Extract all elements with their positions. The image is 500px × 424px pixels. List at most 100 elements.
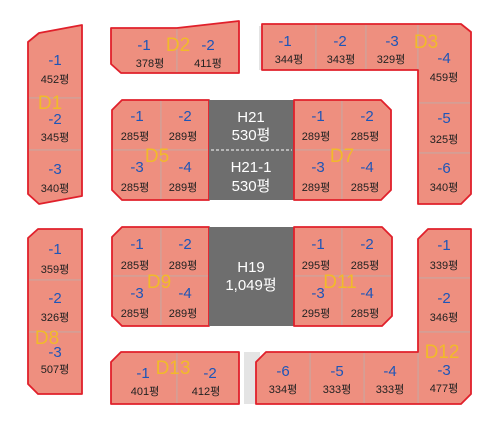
block-label-d13: D13 xyxy=(156,358,191,379)
lot-h19-area: 1,049평 xyxy=(225,277,276,294)
lot-d5-3-area: 285평 xyxy=(121,181,149,194)
lot-d7-3-area: 289평 xyxy=(302,181,330,194)
lot-d5-2[interactable] xyxy=(160,99,210,151)
block-d5: -1 285평 -2 289평 -3 285평 -4 289평 D5 xyxy=(111,99,210,201)
block-d3-outline xyxy=(261,23,472,205)
lot-d9-2-number: -2 xyxy=(178,236,191,253)
lot-d7-3-number: -3 xyxy=(311,159,324,176)
lot-d13-1-area: 401평 xyxy=(131,385,159,398)
block-label-d7: D7 xyxy=(330,146,354,167)
lot-d9-3-number: -3 xyxy=(130,285,143,302)
block-d13-outline xyxy=(110,351,240,405)
lot-d11-3-number: -3 xyxy=(311,285,324,302)
lot-d11-4-number: -4 xyxy=(360,285,373,302)
lot-d7-4-area: 285평 xyxy=(351,181,379,194)
block-d2: -1 378평 -2 411평 D2 xyxy=(110,20,240,74)
lot-h21-area: 530평 xyxy=(232,127,271,144)
lot-d3-3[interactable] xyxy=(365,23,419,71)
lot-d8-2-number: -2 xyxy=(48,290,61,307)
lot-d2-2-area: 411평 xyxy=(194,57,222,70)
lot-h21-1-area: 530평 xyxy=(232,178,271,195)
lot-d3-4-area: 459평 xyxy=(430,71,458,84)
lot-d5-4-area: 289평 xyxy=(169,181,197,194)
lot-d5-4-number: -4 xyxy=(178,159,191,176)
lot-d12-4-area: 333평 xyxy=(376,383,404,396)
lot-d1-1-area: 452평 xyxy=(41,73,69,86)
block-d13: -1 401평 -2 412평 D13 xyxy=(110,351,240,405)
lot-d11-1-area: 295평 xyxy=(302,259,330,272)
lot-d12-4-number: -4 xyxy=(383,363,396,380)
lot-d13-2-area: 412평 xyxy=(192,385,220,398)
lot-d3-2-area: 343평 xyxy=(327,53,355,66)
block-label-d5: D5 xyxy=(145,146,169,167)
lot-d7-2-area: 285평 xyxy=(351,130,379,143)
lot-h19-name: H19 xyxy=(237,259,265,276)
lot-d1-3-area: 340평 xyxy=(41,182,69,195)
lot-d9-3-area: 285평 xyxy=(121,307,149,320)
lot-d13-1-number: -1 xyxy=(136,365,149,382)
lot-d3-1-area: 344평 xyxy=(275,53,303,66)
lot-d8-2[interactable] xyxy=(27,279,83,333)
lot-d12-6-number: -6 xyxy=(276,363,289,380)
block-label-d11: D11 xyxy=(323,272,356,293)
lot-d9-4-area: 289평 xyxy=(169,307,197,320)
lot-h21-1[interactable] xyxy=(209,150,294,200)
lot-d1-1-number: -1 xyxy=(48,52,61,69)
block-d8-outline xyxy=(27,228,83,395)
lot-d12-3-area: 477평 xyxy=(430,382,458,395)
lot-d7-3[interactable] xyxy=(293,149,343,201)
lot-d1-3-number: -3 xyxy=(48,161,61,178)
block-d3: -1 344평 -2 343평 -3 329평 -4 459평 -5 325평 … xyxy=(261,23,472,205)
lot-d7-4-number: -4 xyxy=(360,159,373,176)
lot-d12-1-area: 339평 xyxy=(430,259,458,272)
lot-d7-1[interactable] xyxy=(293,99,343,151)
block-d2-outline xyxy=(110,20,240,74)
lot-d3-5-area: 325평 xyxy=(430,133,458,146)
lot-d5-4[interactable] xyxy=(160,149,210,201)
lot-h21[interactable] xyxy=(209,100,294,150)
lot-d3-6-area: 340평 xyxy=(430,181,458,194)
lot-d5-1-number: -1 xyxy=(130,108,143,125)
lot-h21-name: H21 xyxy=(237,109,265,126)
lot-d8-3-area: 507평 xyxy=(41,363,69,376)
block-d1: -1 452평 -2 345평 -3 340평 D1 xyxy=(27,24,83,205)
lot-d8-3-number: -3 xyxy=(48,344,61,361)
block-label-d3: D3 xyxy=(414,32,438,53)
lot-d13-2-number: -2 xyxy=(203,365,216,382)
lot-d3-1-number: -1 xyxy=(278,33,291,50)
block-h19: H19 1,049평 xyxy=(209,227,294,326)
lot-d1-2-area: 345평 xyxy=(41,131,69,144)
lot-d11-4-area: 285평 xyxy=(351,307,379,320)
lot-d9-2-area: 289평 xyxy=(169,259,197,272)
block-d7: -1 289평 -2 285평 -3 289평 -4 285평 D7 xyxy=(293,99,392,201)
lot-d7-1-number: -1 xyxy=(311,108,324,125)
lot-d8-1-number: -1 xyxy=(48,241,61,258)
block-label-d9: D9 xyxy=(147,272,171,293)
block-d7-outline xyxy=(293,99,392,201)
block-label-d1: D1 xyxy=(38,93,62,114)
lot-d11-2-area: 285평 xyxy=(351,259,379,272)
block-d11-outline xyxy=(293,226,393,327)
lot-d9-4-number: -4 xyxy=(178,285,191,302)
lot-d3-3-number: -3 xyxy=(385,33,398,50)
lot-d12-2-area: 346평 xyxy=(430,311,458,324)
block-label-d8: D8 xyxy=(35,328,59,349)
lot-d12-2-number: -2 xyxy=(437,290,450,307)
lot-d11-3-area: 295평 xyxy=(302,307,330,320)
lot-d9-1-number: -1 xyxy=(130,236,143,253)
lot-d11-1-number: -1 xyxy=(311,236,324,253)
lot-d3-3-area: 329평 xyxy=(377,53,405,66)
lot-d2-2-number: -2 xyxy=(201,37,214,54)
block-d12-outline xyxy=(255,228,472,405)
lot-d12-5-area: 333평 xyxy=(323,383,351,396)
lot-d11-3[interactable] xyxy=(293,275,343,327)
lot-d7-1-area: 289평 xyxy=(302,130,330,143)
lot-d8-1-area: 359평 xyxy=(41,263,69,276)
lot-d3-5-number: -5 xyxy=(437,110,450,127)
lot-d9-4[interactable] xyxy=(160,275,210,327)
lot-h19[interactable] xyxy=(209,227,294,326)
lot-d5-2-area: 289평 xyxy=(169,130,197,143)
lot-d12-2[interactable] xyxy=(417,277,472,333)
lot-d7-2-number: -2 xyxy=(360,108,373,125)
lot-h21-1-name: H21-1 xyxy=(231,159,272,176)
